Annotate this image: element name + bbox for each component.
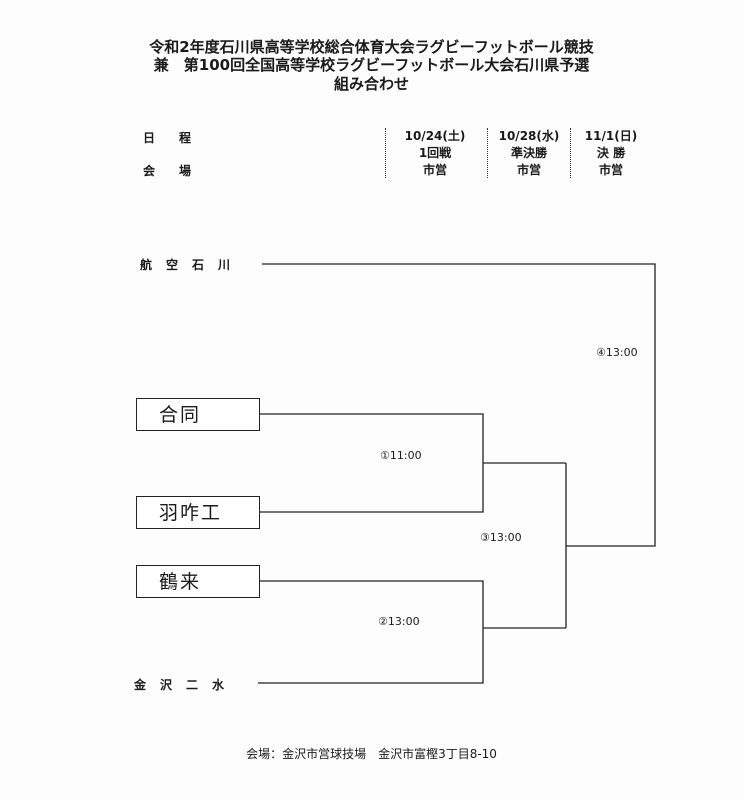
match-2-time: ②13:00 — [378, 615, 420, 628]
column-date: 10/24(土) — [404, 129, 466, 143]
team-koukuu-ishikawa: 航空石川 — [140, 258, 245, 272]
match-4-time: ④13:00 — [596, 346, 638, 359]
column-divider — [385, 128, 386, 178]
team-hakui-kou: 羽咋工 — [136, 496, 260, 529]
column-divider — [570, 128, 571, 178]
column-venue: 市営 — [598, 163, 623, 177]
bracket-line-match1 — [260, 413, 484, 513]
column-venue: 市営 — [516, 163, 541, 177]
column-round: 準決勝 — [510, 146, 547, 160]
venue-footer: 会場：金沢市営球技場 金沢市富樫3丁目8-10 — [246, 747, 497, 761]
team-goudou: 合同 — [136, 398, 260, 431]
schedule-venue-label: 会 場 — [143, 164, 192, 178]
bracket-line-match2 — [258, 580, 484, 684]
team-tsurugi: 鶴来 — [136, 565, 260, 598]
bracket-line-koukuu-ishikawa — [262, 263, 656, 547]
schedule-column-semifinal: 10/28(水) 準決勝 市営 — [484, 128, 574, 179]
column-round: 1回戦 — [418, 146, 452, 160]
match-1-time: ①11:00 — [380, 449, 422, 462]
title-line-1: 令和2年度石川県高等学校総合体育大会ラグビーフットボール競技 — [149, 38, 594, 56]
match-3-time: ③13:00 — [480, 531, 522, 544]
column-venue: 市営 — [422, 163, 447, 177]
team-kanazawa-nisui: 金沢二水 — [134, 678, 239, 692]
column-round: 決 勝 — [596, 146, 626, 160]
schedule-column-round1: 10/24(土) 1回戦 市営 — [390, 128, 480, 179]
schedule-date-label: 日 程 — [143, 131, 192, 145]
column-date: 11/1(日) — [584, 129, 638, 143]
title-line-3: 組み合わせ — [333, 75, 409, 93]
column-date: 10/28(水) — [498, 129, 560, 143]
title-line-2: 兼 第100回全国高等学校ラグビーフットボール大会石川県予選 — [153, 56, 590, 74]
schedule-column-final: 11/1(日) 決 勝 市営 — [566, 128, 656, 179]
column-divider — [487, 128, 488, 178]
